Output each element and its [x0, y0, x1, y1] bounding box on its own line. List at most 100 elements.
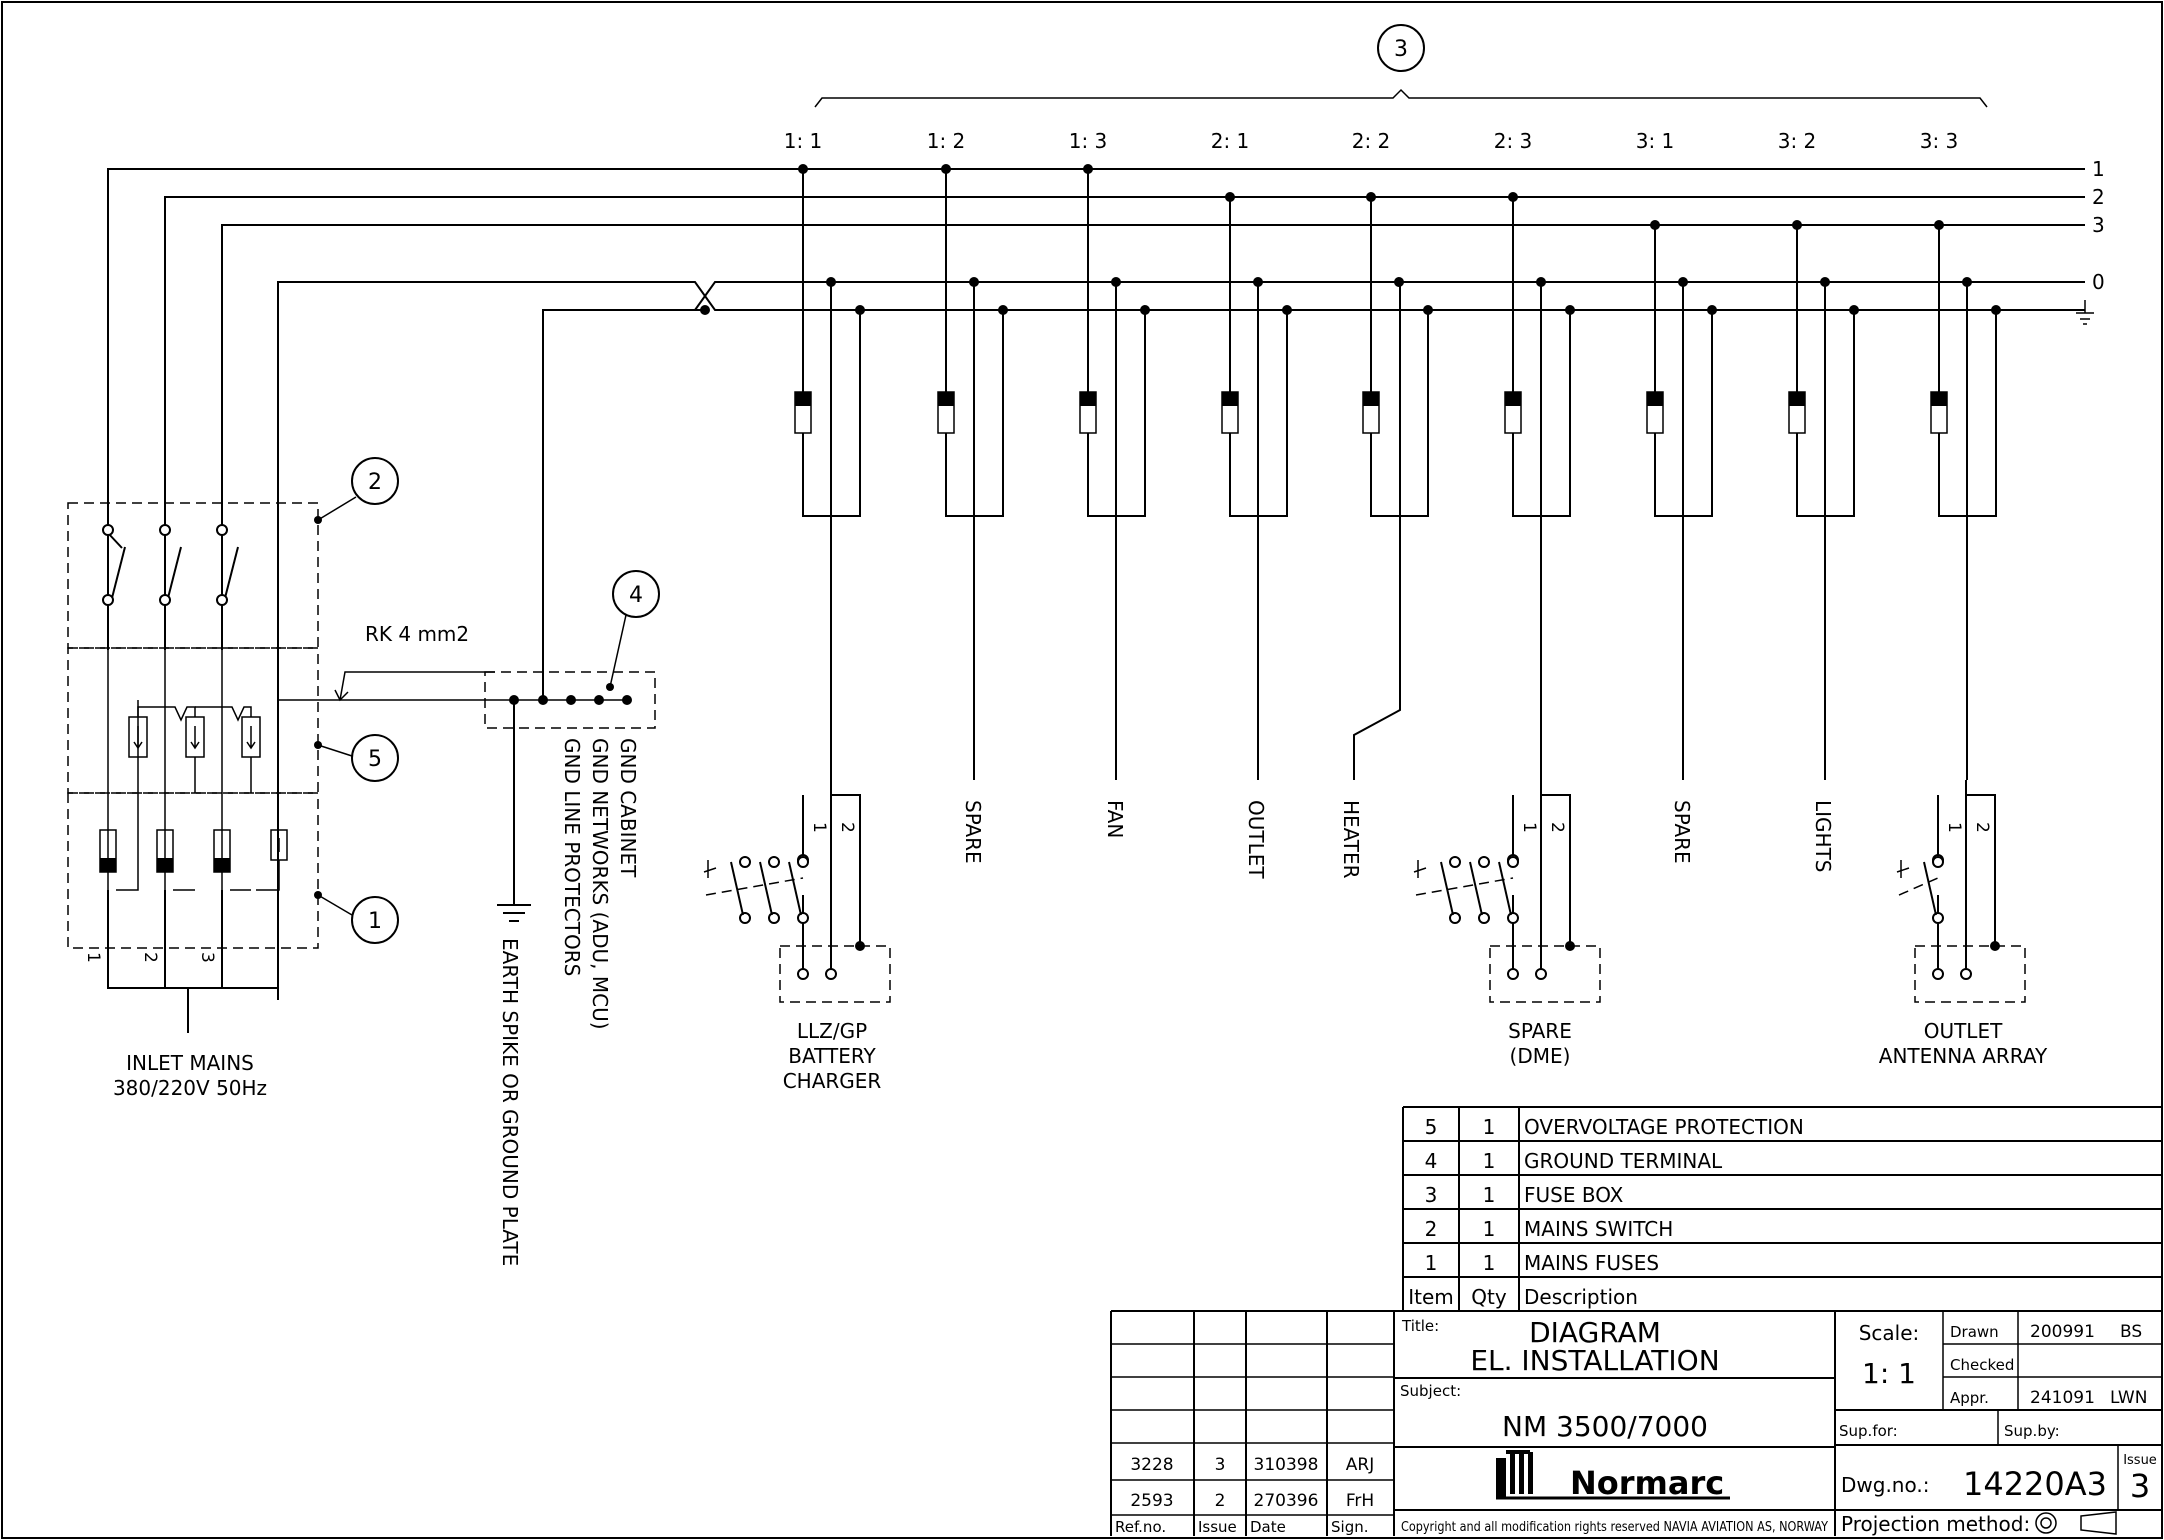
switch-blade — [1923, 861, 1937, 916]
inlet-voltage-label: 380/220V 50Hz — [113, 1076, 267, 1100]
switch-blade — [759, 861, 773, 916]
load-caption-antenna: OUTLET ANTENNA ARRAY — [1879, 1019, 2048, 1068]
junction-dot — [1423, 305, 1433, 315]
fuse-symbol-fill — [1222, 392, 1238, 406]
svg-text:3: 3 — [1394, 37, 1408, 62]
issue-label: Issue — [2123, 1453, 2157, 1468]
fuse-label: 1: 2 — [927, 129, 966, 153]
drawing-title-line-2: EL. INSTALLATION — [1470, 1344, 1719, 1377]
mains-cabinet — [67, 502, 319, 1033]
circuit-label-lights: LIGHTS — [1811, 800, 1835, 873]
scale-value: 1: 1 — [1862, 1357, 1916, 1390]
part-description: OVERVOLTAGE PROTECTION — [1524, 1115, 1804, 1139]
junction-dot — [941, 164, 951, 174]
switch-actuator — [1896, 860, 1910, 878]
load-wiring — [1937, 780, 1996, 974]
junction-dot — [1962, 277, 1972, 287]
part-qty: 1 — [1483, 1115, 1496, 1139]
revision-header-sign: Sign. — [1331, 1518, 1369, 1536]
fuse-label: 1: 1 — [784, 129, 823, 153]
switch-blade — [1469, 861, 1483, 916]
switch-contact — [1449, 912, 1461, 924]
projection-method-label: Projection method: — [1841, 1512, 2030, 1536]
feeder-wire — [1087, 169, 1146, 780]
junction-dot — [1707, 305, 1717, 315]
fuse-symbol-fill — [1080, 392, 1096, 406]
socket-pin — [1932, 968, 1944, 980]
junction-dot — [1820, 277, 1830, 287]
switch-contact — [739, 912, 751, 924]
switch-position-label-2: 2 — [837, 822, 857, 833]
switch-contact — [1507, 856, 1519, 868]
svg-text:LLZ/GP: LLZ/GP — [797, 1019, 867, 1043]
junction-dot — [1678, 277, 1688, 287]
fuse-symbol-fill — [1789, 392, 1805, 406]
svg-text:(DME): (DME) — [1510, 1044, 1571, 1068]
ground-bus — [277, 281, 2085, 1000]
switch-contact — [1932, 912, 1944, 924]
part-description: GROUND TERMINAL — [1524, 1149, 1723, 1173]
junction-dot — [1792, 220, 1802, 230]
junction-dot — [998, 305, 1008, 315]
ground-label-cabinet: GND CABINET — [616, 738, 640, 878]
svg-text:1: 1 — [368, 909, 382, 934]
checked-label: Checked — [1950, 1356, 2014, 1374]
drawn-label: Drawn — [1950, 1323, 1999, 1341]
switch-actuator — [1413, 860, 1427, 878]
socket-pin — [1535, 968, 1547, 980]
callout-2: 2 — [314, 457, 399, 524]
junction-dot — [1536, 277, 1546, 287]
part-item: 3 — [1425, 1183, 1438, 1207]
socket-pin — [1507, 968, 1519, 980]
part-qty: 1 — [1483, 1251, 1496, 1275]
heater-wire — [1353, 282, 1401, 780]
drawn-sign: BS — [2120, 1322, 2142, 1342]
mains-fuse-box — [67, 792, 319, 949]
revision-sign: ARJ — [1346, 1455, 1374, 1475]
part-qty: 1 — [1483, 1183, 1496, 1207]
revision-issue: 3 — [1215, 1455, 1226, 1475]
revision-date: 310398 — [1254, 1455, 1319, 1475]
part-description: FUSE BOX — [1524, 1183, 1624, 1207]
switch-contact — [797, 856, 809, 868]
revision-header-date: Date — [1250, 1518, 1286, 1536]
circuit-label-spare: SPARE — [961, 800, 985, 864]
superseded-by-label: Sup.by: — [2004, 1422, 2060, 1440]
parts-header-item: Item — [1408, 1285, 1454, 1309]
load-caption-llz: LLZ/GP BATTERY CHARGER — [783, 1019, 882, 1093]
revision-table — [1110, 1311, 1395, 1536]
junction-dot — [1849, 305, 1859, 315]
subject-value: NM 3500/7000 — [1502, 1410, 1708, 1443]
bus-label-l3: 3 — [2092, 213, 2105, 237]
switch-blade — [730, 861, 744, 916]
switch-position-label-1: 1 — [1519, 822, 1539, 833]
mains-switch-box — [67, 502, 319, 649]
switch-contact — [797, 912, 809, 924]
switch-contact — [1478, 912, 1490, 924]
revision-header-ref: Ref.no. — [1115, 1518, 1166, 1536]
svg-text:2: 2 — [368, 470, 382, 495]
junction-dot — [1083, 164, 1093, 174]
fuse-symbol-fill — [1647, 392, 1663, 406]
inlet-phase-label-1: 1 — [83, 952, 103, 963]
feeder-wire — [1938, 225, 1997, 780]
fuse-symbol-fill — [1363, 392, 1379, 406]
issue-number: 3 — [2130, 1467, 2150, 1505]
subject-label: Subject: — [1400, 1382, 1461, 1400]
revision-issue: 2 — [1215, 1491, 1226, 1511]
switch-position-label-2: 2 — [1547, 822, 1567, 833]
inlet-phase-label-2: 2 — [140, 952, 160, 963]
part-qty: 1 — [1483, 1217, 1496, 1241]
circuit-label-fan: FAN — [1103, 800, 1127, 838]
callout-3: 3 — [1377, 24, 1425, 72]
junction-dot — [969, 277, 979, 287]
switch-blade — [1440, 861, 1454, 916]
supersedes-for-label: Sup.for: — [1839, 1422, 1898, 1440]
circuit-label-outlet: OUTLET — [1244, 800, 1268, 879]
ground-label-protectors: GND LINE PROTECTORS — [560, 738, 584, 976]
switch-position-label-1: 1 — [809, 822, 829, 833]
load-caption-dme: SPARE (DME) — [1508, 1019, 1572, 1068]
title-block — [1393, 1311, 2162, 1536]
fuse-symbol-fill — [1931, 392, 1947, 406]
junction-dot — [1366, 192, 1376, 202]
